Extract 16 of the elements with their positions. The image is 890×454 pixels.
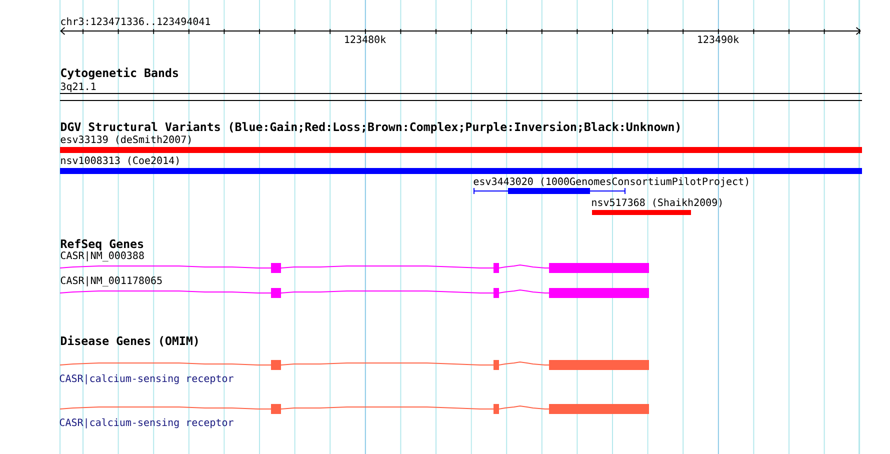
feature-label: CASR|calcium-sensing receptor — [60, 374, 234, 384]
feature-label: CASR|NM_000388 — [60, 251, 144, 262]
track-title: Cytogenetic Bands — [61, 68, 178, 80]
feature-label: nsv517368 (Shaikh2009) — [592, 198, 722, 208]
feature-label: esv3443020 (1000GenomesConsortiumPilotProject) — [474, 177, 748, 188]
track-title: Disease Genes (OMIM) — [61, 336, 198, 347]
feature-label: CASR|NM_001178065 — [60, 276, 162, 286]
feature-label: nsv1008313 (Coe2014) — [61, 156, 179, 166]
band-label: 3q21.1 — [60, 82, 96, 92]
track-title: DGV Structural Variants (Blue:Gain;Red:Loss;Brown:Complex;Purple:Inversion;Black:Unknown) — [61, 122, 680, 134]
coordinate-label: chr3:123471336..123494041 — [61, 17, 210, 26]
track-title: RefSeq Genes — [60, 239, 144, 250]
tick-label: 123490k — [698, 35, 739, 44]
feature-label: CASR|calcium-sensing receptor — [60, 418, 234, 428]
feature-label: esv33139 (deSmith2007) — [60, 135, 191, 144]
tick-label: 123480k — [345, 35, 386, 44]
